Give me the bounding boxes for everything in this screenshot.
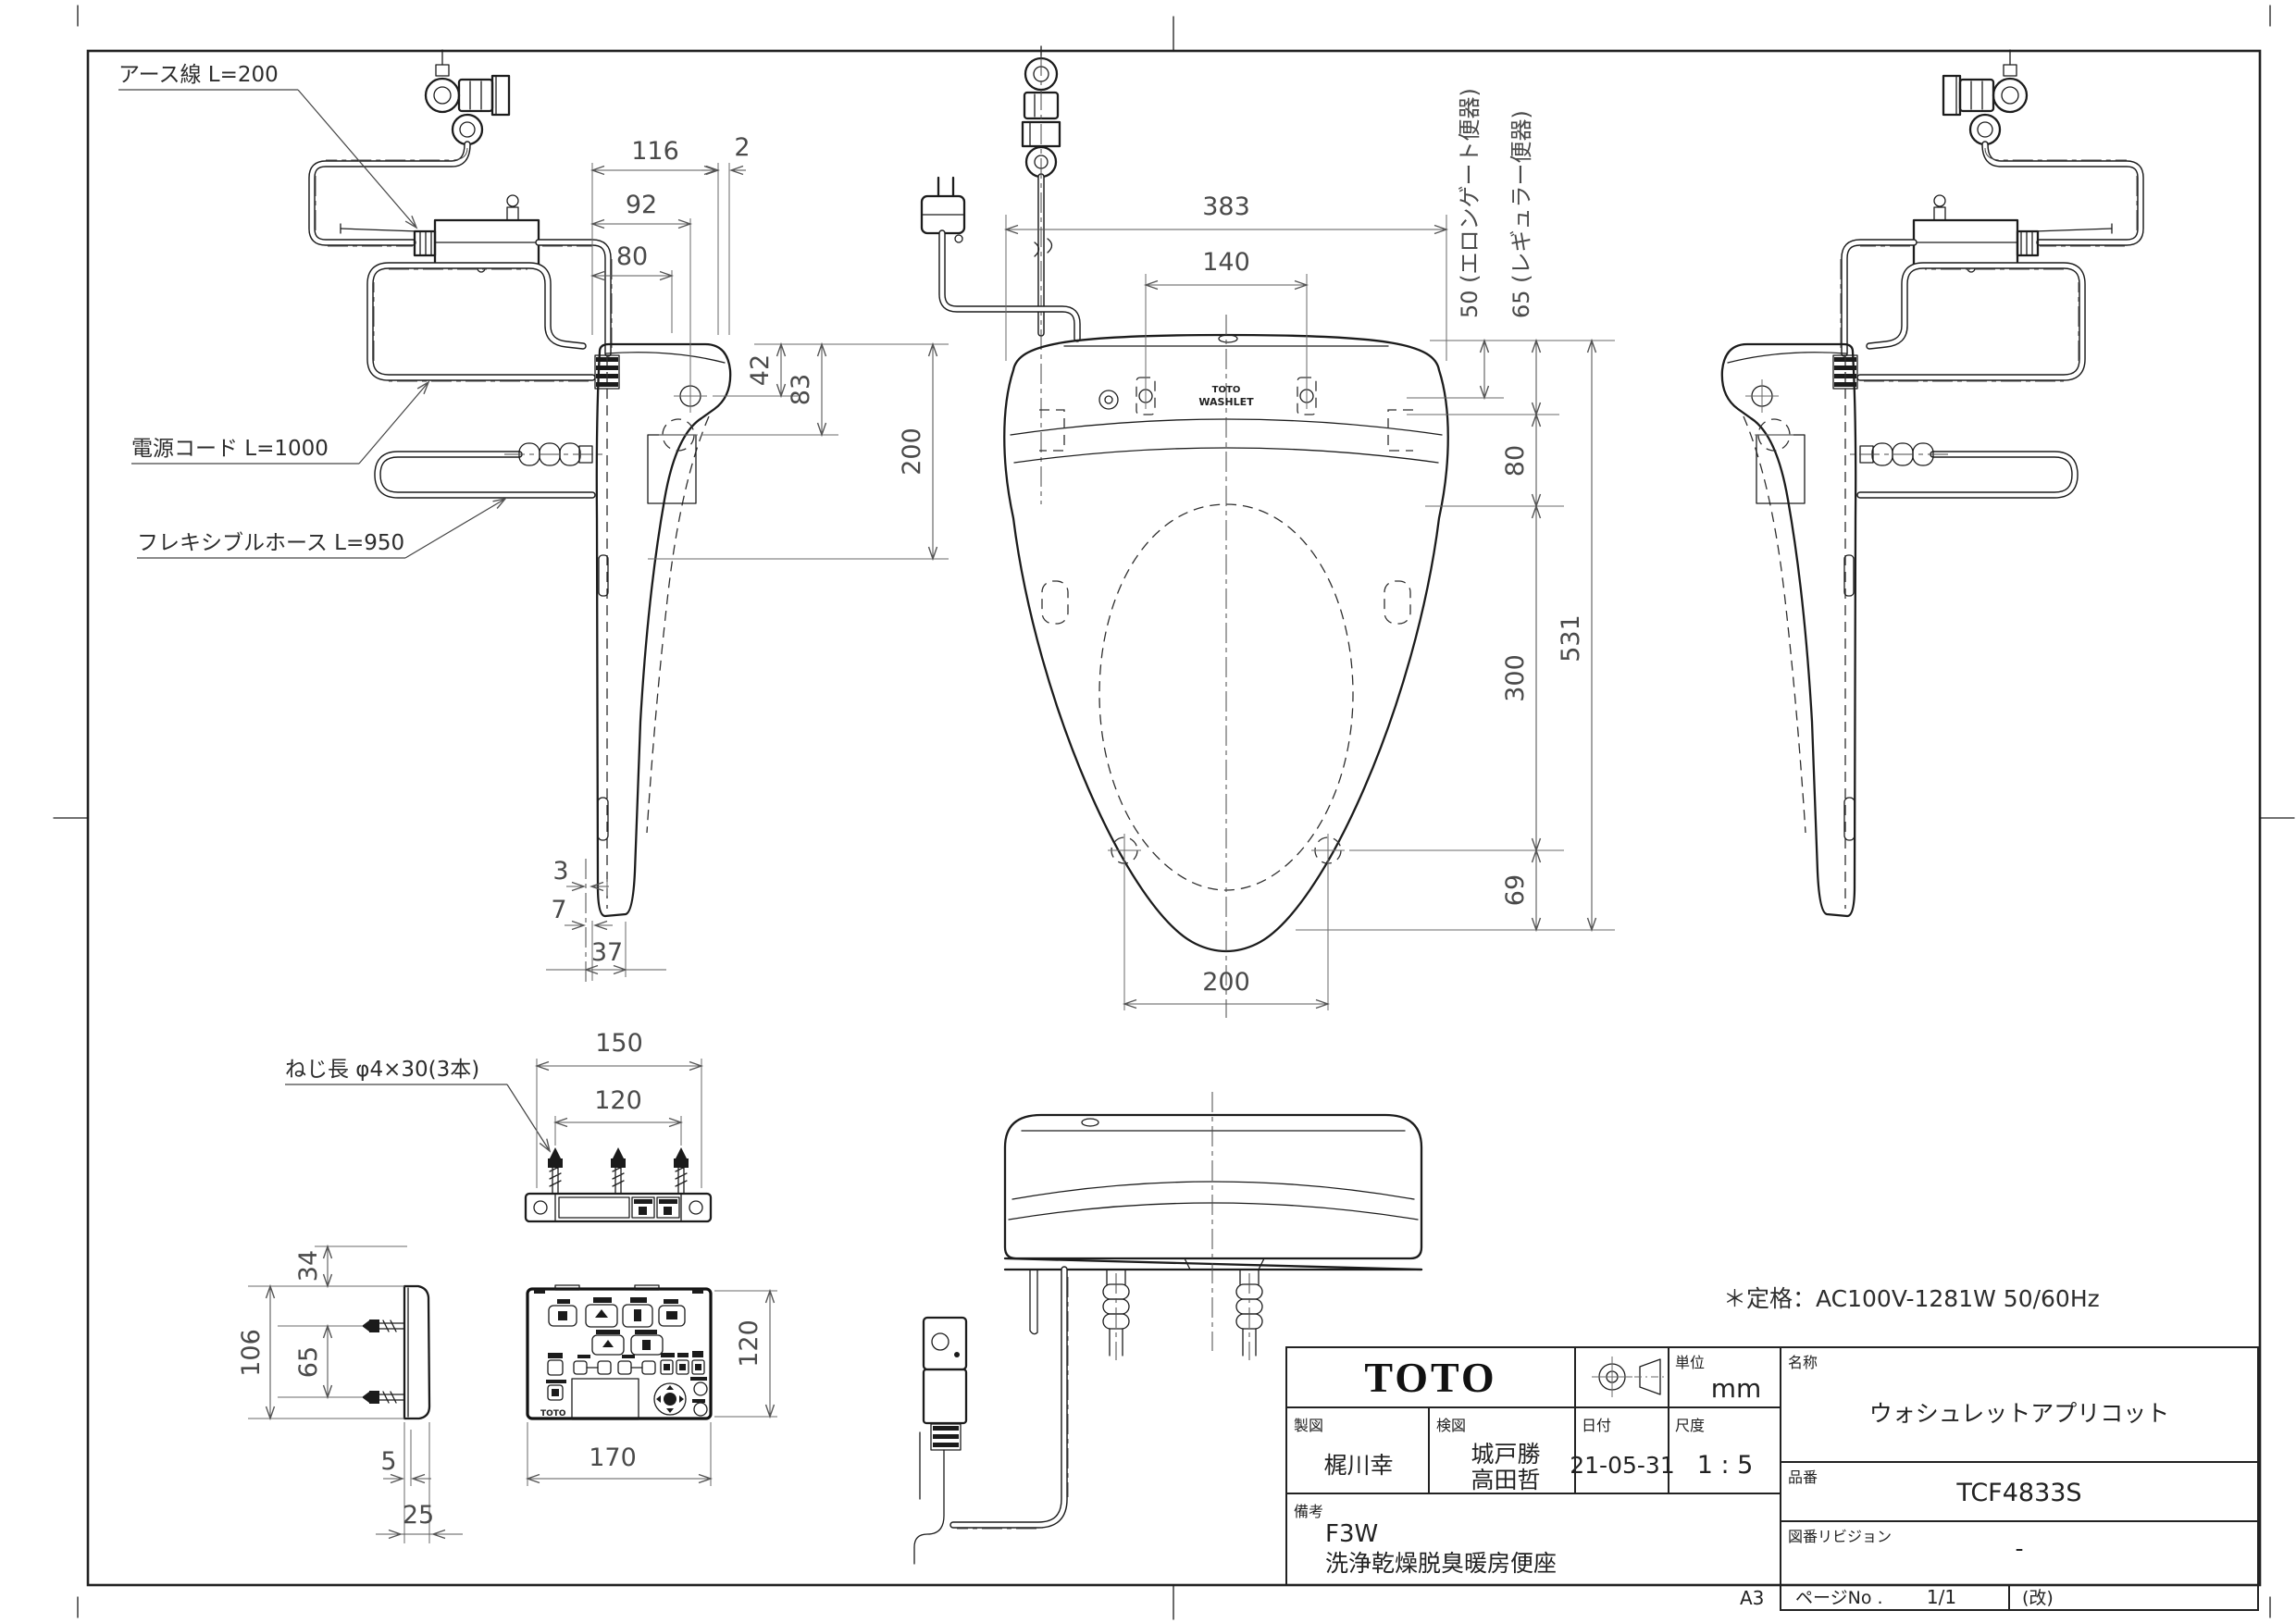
svg-text:2: 2	[734, 133, 750, 162]
left-side-view: アース線 L=200 電源コード L=1000 フレキシブルホース L=950 …	[118, 50, 949, 985]
remarks-label: 備考	[1294, 1503, 1323, 1520]
hanger-screws	[362, 1319, 405, 1404]
hanger-dimensions: 34 106 65 5 25	[237, 1246, 463, 1543]
top-view-dimensions: 383 140 50 (エロンゲート便器) 65 (レギュラー便器) 80 30…	[1006, 88, 1615, 1010]
date-label: 日付	[1582, 1417, 1611, 1434]
name-value: ウォシュレットアプリコット	[1869, 1400, 2170, 1427]
svg-text:42: 42	[746, 354, 775, 386]
hanger-side-view: 34 106 65 5 25	[237, 1246, 463, 1543]
svg-text:170: 170	[589, 1443, 637, 1472]
lid-logo-line2: WASHLET	[1198, 396, 1254, 408]
earth-wire-label: アース線 L=200	[118, 63, 279, 87]
svg-text:7: 7	[551, 896, 566, 924]
svg-text:83: 83	[787, 374, 815, 405]
seat-plan-outline: TOTO WASHLET	[1003, 315, 1449, 1018]
title-block: TOTO 単位 mm 製図 梶川幸 検図 城戸勝 高田哲 日付 21-05-31…	[1285, 1346, 2259, 1611]
svg-text:3: 3	[552, 857, 568, 886]
page-label: ページNo .	[1795, 1588, 1883, 1608]
page-value: 1/1	[1927, 1586, 1956, 1608]
sheet-frame	[53, 5, 2295, 1620]
svg-text:150: 150	[595, 1029, 643, 1058]
svg-text:300: 300	[1501, 654, 1530, 702]
revision-value: -	[2015, 1535, 2023, 1562]
svg-text:120: 120	[735, 1319, 763, 1368]
remote-control-view: TOTO 120 170	[527, 1284, 777, 1486]
svg-text:34: 34	[294, 1250, 323, 1282]
power-cord-label: 電源コード L=1000	[131, 437, 329, 461]
screw-note-label: ねじ長 φ4×30(3本)	[285, 1058, 479, 1082]
remote-brand: TOTO	[540, 1409, 566, 1419]
svg-text:92: 92	[626, 191, 657, 219]
projection-symbol	[1592, 1357, 1666, 1397]
scale-value: 1 : 5	[1697, 1451, 1754, 1480]
brand-logo: TOTO	[1364, 1354, 1496, 1401]
top-view: TOTO WASHLET 383 140 50 (エロンゲート便器) 65 (レ…	[920, 45, 1615, 1018]
svg-text:80: 80	[1501, 445, 1530, 477]
name-label: 名称	[1788, 1354, 1818, 1371]
sheet-size: A3	[1740, 1587, 1764, 1609]
hose-connectors	[1102, 1269, 1263, 1360]
lid-logo-line1: TOTO	[1212, 385, 1241, 395]
svg-text:120: 120	[594, 1086, 642, 1115]
scale-label: 尺度	[1675, 1417, 1705, 1434]
checked-by-1: 城戸勝	[1471, 1441, 1540, 1468]
svg-text:25: 25	[403, 1501, 434, 1530]
base-plate-view: ねじ長 φ4×30(3本)	[285, 1029, 713, 1223]
plate-glyph-blocks	[631, 1196, 680, 1219]
svg-text:65: 65	[294, 1346, 323, 1378]
base-plate-dimensions: 150 120	[537, 1029, 701, 1188]
side-view-dimensions: 116 2 92 80 42 83 200	[546, 133, 949, 985]
power-adapter	[913, 1316, 968, 1565]
svg-text:5: 5	[380, 1447, 396, 1476]
flexible-hose-label: フレキシブルホース L=950	[137, 531, 404, 555]
part-label: 品番	[1788, 1468, 1818, 1486]
right-side-view	[1722, 50, 2141, 916]
remote-buttons	[546, 1297, 708, 1420]
remarks-line2: 洗浄乾燥脱臭暖房便座	[1325, 1550, 1557, 1577]
rating-note: ＊定格：AC100V-1281W 50/60Hz	[1723, 1285, 2100, 1312]
svg-text:37: 37	[591, 938, 623, 967]
unit-value: mm	[1711, 1373, 1762, 1404]
date-value: 21-05-31	[1570, 1452, 1674, 1479]
front-view	[913, 1092, 1423, 1565]
svg-text:531: 531	[1557, 614, 1585, 663]
svg-text:383: 383	[1202, 192, 1250, 221]
revision-label: 図番リビジョン	[1788, 1528, 1892, 1545]
svg-text:200: 200	[898, 427, 926, 476]
svg-text:50 (エロンゲート便器): 50 (エロンゲート便器)	[1457, 88, 1483, 318]
checked-by-2: 高田哲	[1471, 1467, 1540, 1493]
power-plug	[920, 176, 1081, 342]
svg-text:106: 106	[237, 1329, 266, 1377]
svg-text:116: 116	[631, 137, 679, 166]
remote-dimensions: 120 170	[527, 1291, 777, 1486]
svg-text:200: 200	[1202, 968, 1250, 997]
mounting-screws	[548, 1147, 689, 1195]
drafted-by: 梶川幸	[1323, 1452, 1393, 1479]
unit-label: 単位	[1675, 1354, 1705, 1371]
drafted-label: 製図	[1294, 1417, 1323, 1434]
part-value: TCF4833S	[1955, 1479, 2081, 1507]
svg-text:69: 69	[1501, 874, 1530, 906]
svg-text:65 (レギュラー便器): 65 (レギュラー便器)	[1508, 110, 1534, 318]
remarks-line1: F3W	[1325, 1520, 1378, 1548]
checked-label: 検図	[1436, 1417, 1466, 1434]
rev-mark: (改)	[2022, 1588, 2054, 1608]
svg-text:80: 80	[616, 242, 648, 271]
svg-text:140: 140	[1202, 248, 1250, 277]
